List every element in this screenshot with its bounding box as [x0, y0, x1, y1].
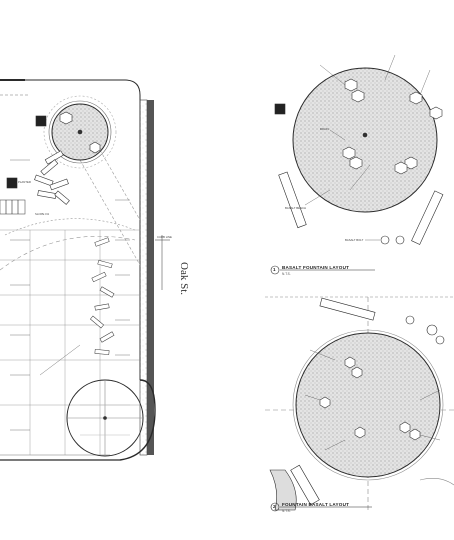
basalt-bench-1: [278, 171, 307, 229]
basalt-column-chain: [34, 150, 70, 205]
basalt-bench-2: [411, 190, 444, 245]
detail-1-title: BASALT FOUNTAIN LAYOUT: [282, 265, 350, 270]
curb-wall: [147, 100, 154, 455]
lot-boundary: [0, 79, 141, 380]
detail-2-scale: N.T.S.: [282, 509, 291, 513]
detail-1-drawing: [270, 54, 444, 275]
callout-drain: DRAIN: [320, 127, 329, 131]
detail-2-title: FOUNTAIN BASALT LAYOUT: [282, 502, 350, 507]
detail-1-scale: N.T.S.: [282, 272, 291, 276]
site-plan: [0, 79, 170, 461]
basalt-steps: [89, 237, 115, 355]
callout-planter: PLANTER: [18, 180, 31, 184]
callout-curb: CURB LINE: [157, 235, 172, 239]
callout-slope: SLOPE 1%: [35, 212, 50, 216]
detail-2-drawing: [265, 296, 454, 512]
callout-basalt-bench: BASALT BENCH: [285, 206, 307, 210]
paving-grid: [0, 229, 140, 455]
callout-basalt-bolt: BASALT BOLT: [345, 238, 364, 242]
fountain-plan-2: [295, 332, 441, 478]
fountain-plan-1: [292, 67, 438, 213]
street-name-label: Oak St.: [178, 262, 190, 295]
detail-2-number: 2: [273, 504, 276, 509]
detail-1-number: 1: [273, 267, 276, 272]
